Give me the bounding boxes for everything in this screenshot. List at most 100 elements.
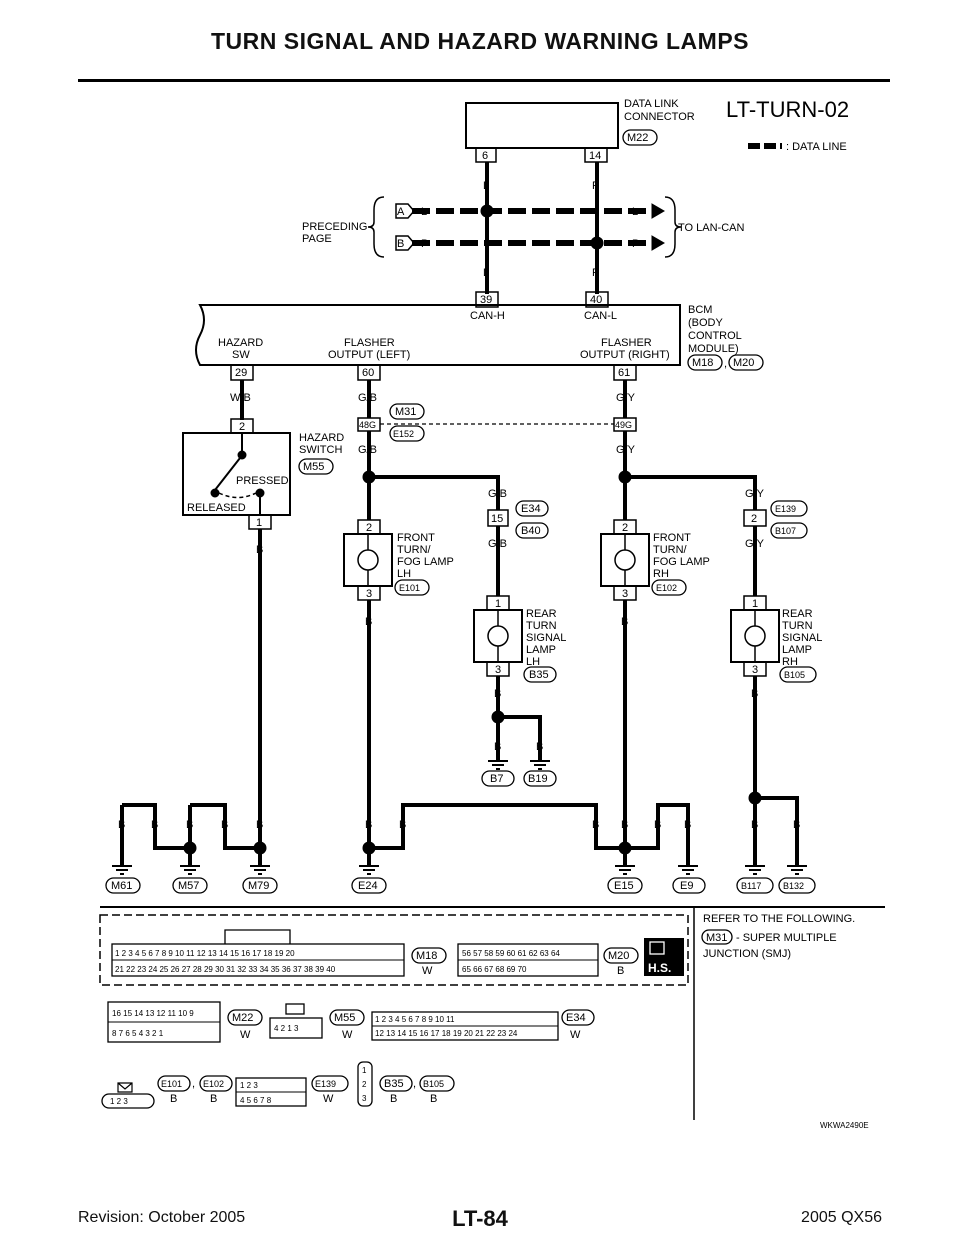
connector-tag-label: E102 [656,583,677,593]
ground-icon [745,865,765,875]
switch-pivot [237,450,247,460]
wire-color-label: B [621,819,628,831]
connector-tag-label: E139 [775,504,796,514]
ground-icon [787,865,807,875]
connector-tag [411,947,447,964]
wire-color-label: P [632,238,639,250]
envelope-icon [117,1082,133,1093]
connector-tag [481,770,515,787]
connector-tag [523,666,557,683]
wire-g-b [369,475,500,510]
connector-tag-label: M55 [303,461,324,473]
connector-tag [311,1075,349,1092]
data-link-connector-box [465,102,619,149]
connector-tag-label: E102 [203,1079,224,1089]
m20-pin-numbers: 56 57 58 59 60 61 62 63 64 65 66 67 68 6… [462,949,560,974]
ground-label: M61 [111,880,132,892]
pin-label: 60 [362,367,374,379]
connector-separator: , [413,1078,416,1090]
wire-color-label: P [592,267,599,279]
pin-label: 3 [622,588,628,600]
connector-tag-label: E101 [399,583,420,593]
pin-label: 14 [589,150,601,162]
connector-tag [607,877,643,894]
footer-page-number: LT-84 [452,1206,508,1231]
wire-color-label: G/Y [616,392,636,404]
connector-tag [242,877,278,894]
bcm-name: CONTROL [688,330,742,342]
splice-dot [480,204,494,218]
connector-color: B [390,1093,397,1105]
connector-tag [728,354,764,371]
connector-tag [687,354,723,371]
connector-tag-label: M18 [692,357,713,369]
connector-tag-label: M18 [416,950,437,962]
connector-tag [515,522,549,539]
connector-tag-label: M20 [733,357,754,369]
wire-color-label: W/B [230,392,251,404]
connector-color: W [342,1029,353,1041]
switch-state-released: RELEASED [187,502,246,514]
brace-preceding [367,196,385,258]
wire-color-label: B [151,819,158,831]
arrow-to-lan-can [651,203,665,219]
svg-text:56 57 58 59 60 61 62 63 64: 56 57 58 59 60 61 62 63 64 [462,949,560,958]
wire-b [122,803,190,850]
pin-label: 40 [590,294,602,306]
connector-tag [419,1075,455,1092]
wire-color-label: G/B [358,444,377,456]
svg-text:4 2 1 3: 4 2 1 3 [274,1024,299,1033]
connector-face-m18-lock [224,929,291,944]
pin-label: 49G [615,420,632,430]
connector-tag-label: M22 [232,1012,253,1024]
lamp-name: RH [653,568,669,580]
terminal-label: HAZARD [218,337,263,349]
lamp-name: TURN [782,620,813,632]
lamp-name: REAR [526,608,557,620]
pin-label: 1 [256,517,262,529]
pin-label: 1 [495,598,501,610]
wire-color-label: G/Y [745,538,765,550]
data-link-name: CONNECTOR [624,111,695,123]
svg-text:2: 2 [362,1080,367,1089]
arrow-to-lan-can [651,235,665,251]
connector-tag [351,877,387,894]
ground-label: E9 [680,880,693,892]
switch-terminal [210,488,220,498]
switch-blade [214,457,241,491]
lamp-name: SIGNAL [782,632,822,644]
terminal-label: SW [232,349,250,361]
wire-color-label: B [118,819,125,831]
connector-color: B [430,1093,437,1105]
connector-tag [622,129,658,146]
refer-text: - SUPER MULTIPLE [736,932,837,944]
connector-tag-label: B105 [423,1079,444,1089]
brace-lan [664,196,682,258]
lamp-name: RH [782,656,798,668]
terminal-label: OUTPUT (LEFT) [328,349,410,361]
connector-tag [199,1075,233,1092]
connector-color: W [422,965,433,977]
connector-tag-label: M22 [627,132,648,144]
legend-label: : DATA LINE [786,141,847,153]
wire-color-label: B [592,819,599,831]
connector-color: B [170,1093,177,1105]
ground-label: M57 [178,880,199,892]
terminal-label: OUTPUT (RIGHT) [580,349,670,361]
connector-tag-label: E139 [315,1079,336,1089]
connector-tag [770,522,808,539]
pin-label: 15 [491,513,503,525]
splice-dot [362,841,376,855]
svg-text:12 13 14 15 16 17 18 19 20 21: 12 13 14 15 16 17 18 19 20 21 22 23 24 [375,1029,518,1038]
connector-tag [523,770,557,787]
marker-b: B [397,238,404,250]
wire-b [625,803,690,865]
bcm-name: (BODY [688,317,724,329]
wire-color-label: B [256,819,263,831]
connector-tag-label: M55 [334,1012,355,1024]
connector-color: W [323,1093,334,1105]
connector-tag-label: M20 [608,950,629,962]
svg-text:1: 1 [362,1066,367,1075]
pin-label: 3 [495,664,501,676]
lamp-name: FRONT [653,532,691,544]
